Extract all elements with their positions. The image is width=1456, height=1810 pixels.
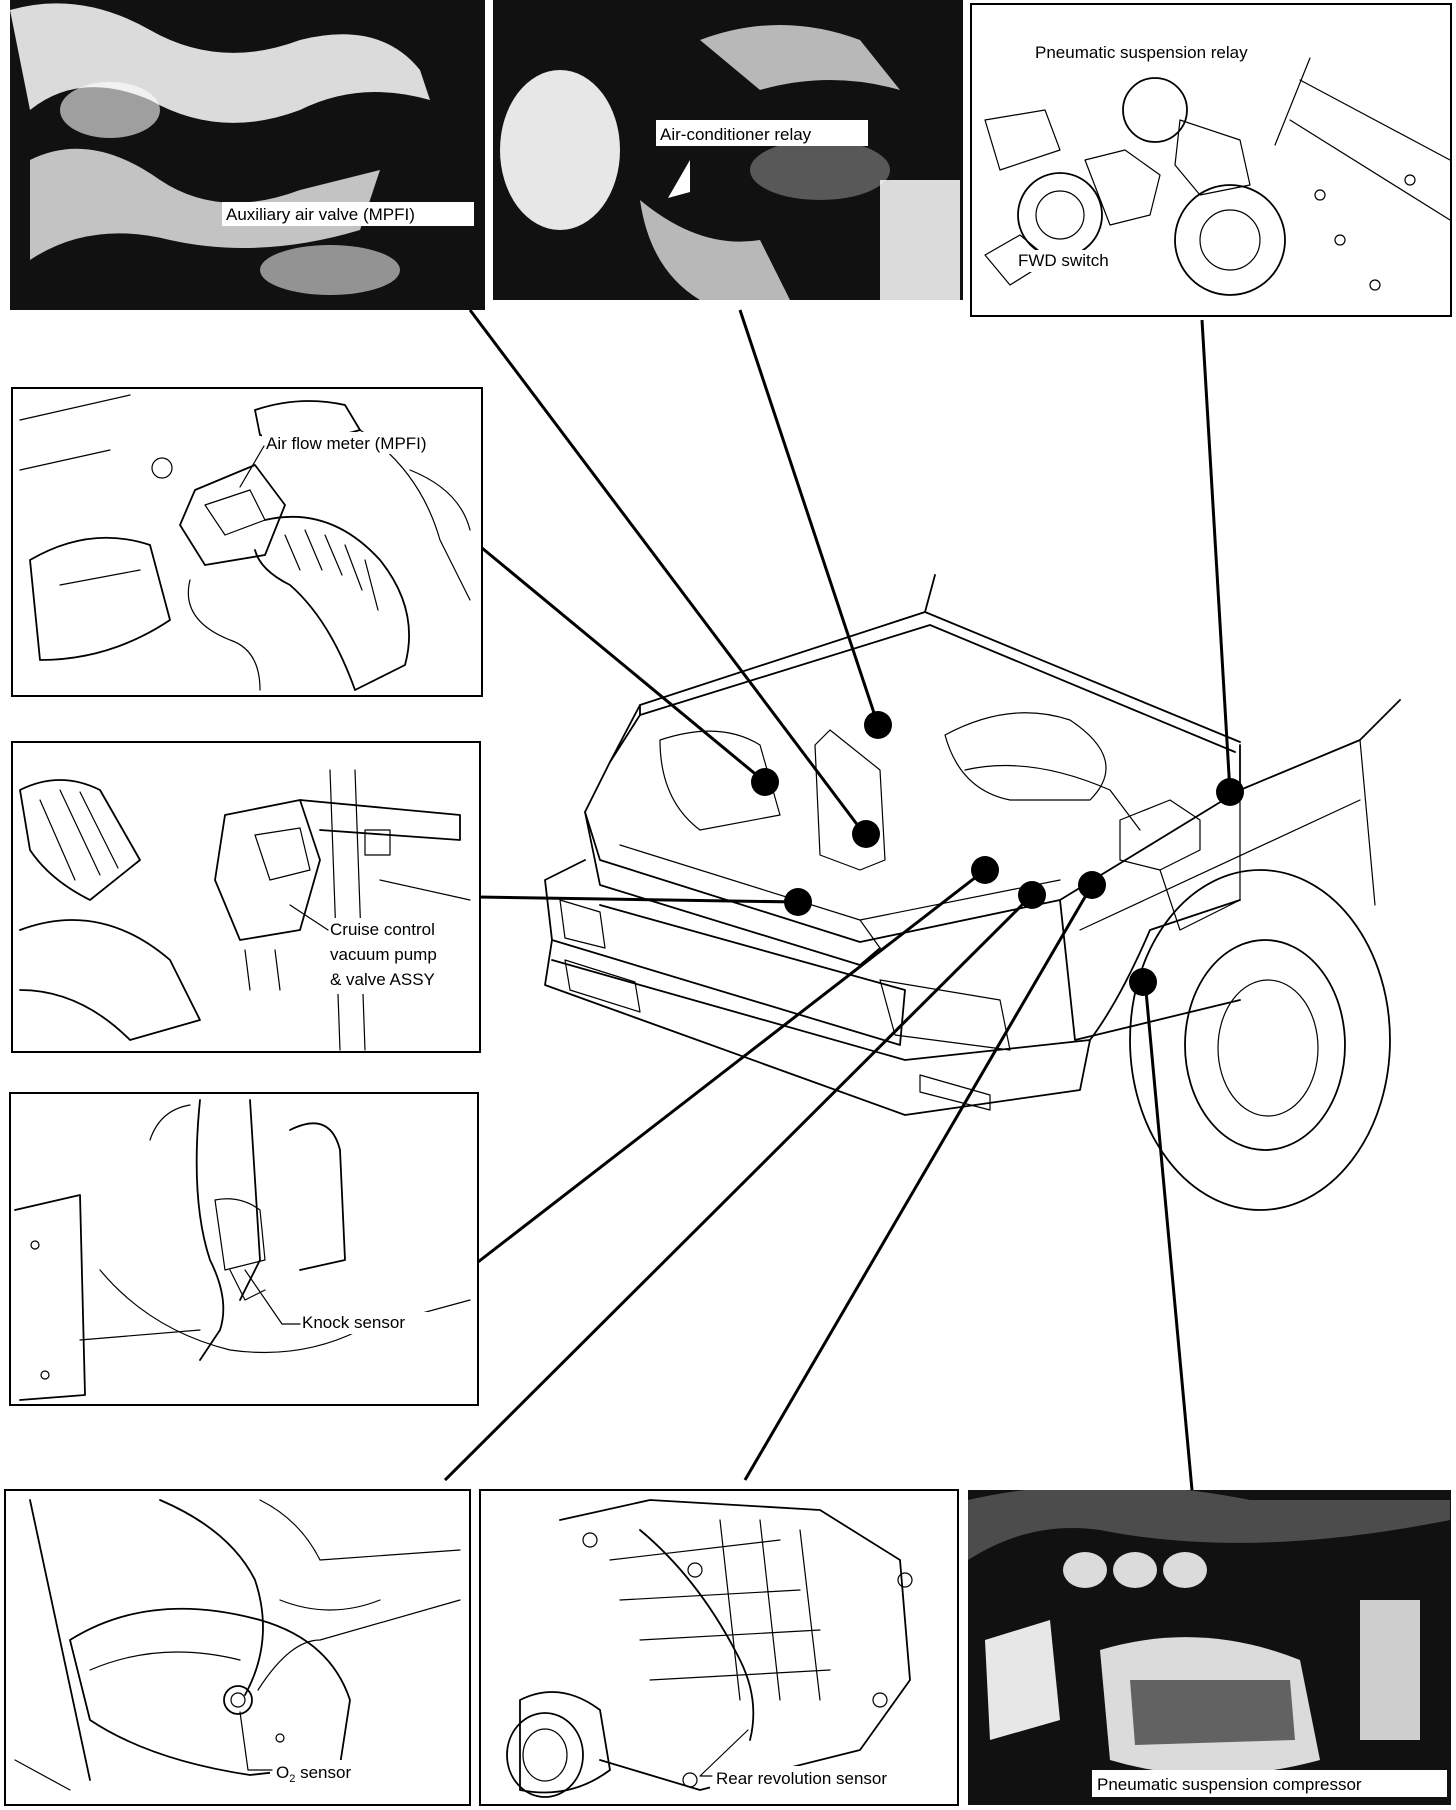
panel-knock-sensor: Knock sensor (9, 1092, 479, 1406)
label-pneumatic-suspension-relay: Pneumatic suspension relay (1035, 43, 1248, 62)
dot-rear-revolution-sensor (1078, 871, 1106, 899)
panel-air-conditioner-relay: Air-conditioner relay (493, 0, 963, 300)
leader-pneumatic-suspension-compressor (1143, 979, 1194, 1491)
dot-knock-sensor (971, 856, 999, 884)
label-o2-sensor: O2 sensor (276, 1763, 351, 1785)
panel-pneumatic-suspension-relay: Pneumatic suspension relay FWD switch (970, 3, 1452, 317)
dot-pneumatic-suspension-relay (1216, 778, 1244, 806)
label-cruise-control-2: vacuum pump (330, 945, 437, 964)
leader-auxiliary-air-valve (468, 309, 867, 836)
panel-rear-revolution-sensor: Rear revolution sensor (479, 1489, 959, 1806)
leader-lines (443, 309, 1232, 1491)
dot-air-flow-meter (751, 768, 779, 796)
panel-air-flow-meter: Air flow meter (MPFI) (11, 387, 483, 697)
label-cruise-control-1: Cruise control (330, 920, 435, 939)
panel-pneumatic-suspension-compressor: Pneumatic suspension compressor (968, 1485, 1451, 1805)
label-air-conditioner-relay: Air-conditioner relay (660, 125, 812, 144)
leader-cruise-control (477, 895, 799, 904)
dot-air-conditioner-relay (864, 711, 892, 739)
dot-pneumatic-suspension-compressor (1129, 968, 1157, 996)
label-knock-sensor: Knock sensor (302, 1313, 405, 1332)
label-fwd-switch: FWD switch (1018, 251, 1109, 270)
leader-air-flow-meter (481, 546, 766, 784)
label-cruise-control-3: & valve ASSY (330, 970, 435, 989)
dot-cruise-control (784, 888, 812, 916)
label-rear-revolution-sensor: Rear revolution sensor (716, 1769, 887, 1788)
dot-auxiliary-air-valve (852, 820, 880, 848)
leader-air-conditioner-relay (738, 309, 880, 726)
label-pneumatic-suspension-compressor: Pneumatic suspension compressor (1097, 1775, 1362, 1794)
leader-pneumatic-suspension-relay (1200, 319, 1232, 793)
panel-auxiliary-air-valve: Auxiliary air valve (MPFI) (10, 0, 485, 310)
dot-o2-sensor (1018, 881, 1046, 909)
leader-o2-sensor (443, 893, 1034, 1482)
leader-knock-sensor (477, 868, 986, 1264)
label-auxiliary-air-valve: Auxiliary air valve (MPFI) (226, 205, 415, 224)
location-dots (751, 711, 1244, 996)
car-illustration (544, 574, 1401, 1211)
leader-rear-revolution-sensor (743, 884, 1094, 1481)
panel-cruise-control: Cruise control vacuum pump & valve ASSY (11, 741, 481, 1053)
label-air-flow-meter: Air flow meter (MPFI) (266, 434, 427, 453)
panel-o2-sensor: O2 sensor (4, 1489, 471, 1806)
